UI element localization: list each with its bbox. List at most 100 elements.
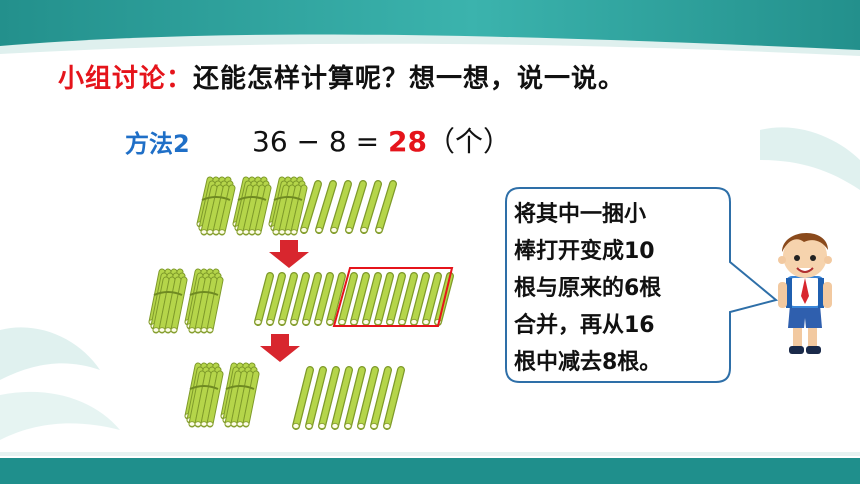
bundle-stick-end (206, 421, 214, 427)
loose-stick-end (254, 318, 262, 326)
bubble-line: 根与原来的6根 (514, 276, 662, 301)
footer-band (0, 458, 860, 484)
bundle-stick (219, 185, 235, 235)
loose-stick-end (338, 318, 346, 326)
loose-stick-end (344, 422, 352, 430)
loose-stick (327, 273, 345, 325)
bundle-stick (237, 185, 253, 235)
bundle-stick (291, 185, 307, 235)
bundle-stick (249, 185, 265, 235)
bundle-stick (207, 277, 223, 333)
header-band (0, 0, 860, 62)
bundle-stick (255, 185, 271, 235)
page-title: 小组讨论：还能怎样计算呢？想一想，说一说。 (58, 58, 625, 95)
loose-stick (345, 367, 365, 429)
loose-stick-end (410, 318, 418, 326)
loose-stick-end (422, 318, 430, 326)
loose-stick (346, 181, 366, 233)
title-question: 还能怎样计算呢？想一想，说一说。 (193, 64, 626, 94)
loose-stick (293, 367, 313, 429)
bundle-stick (207, 185, 223, 235)
loose-stick-end (326, 318, 334, 326)
bundle-stick-end (290, 229, 298, 235)
bundle-stick (225, 371, 241, 427)
bundle-stick (189, 277, 205, 333)
loose-stick-end (302, 318, 310, 326)
bundle-tie (237, 196, 267, 201)
equation: 36 − 8 = 28（个） (252, 120, 511, 160)
loose-stick (358, 367, 378, 429)
bundle-stick (165, 277, 181, 333)
boxed-group-outline (332, 267, 454, 327)
bundle-tie (189, 291, 219, 296)
loose-stick-end (374, 318, 382, 326)
down-arrow-shaft (280, 240, 298, 252)
bundle-stick (201, 371, 217, 427)
bundle-stick (213, 185, 229, 235)
loose-stick (315, 273, 333, 325)
loose-stick-end (360, 226, 368, 234)
loose-stick (376, 181, 396, 233)
down-arrow-head (260, 346, 300, 362)
bundle-stick-end (242, 421, 250, 427)
loose-stick-end (290, 318, 298, 326)
loose-stick (301, 181, 321, 233)
loose-stick-end (398, 318, 406, 326)
loose-stick (423, 273, 441, 325)
bubble-line: 根中减去8根。 (514, 350, 662, 375)
bundle-tie (273, 196, 303, 201)
bubble-line: 将其中一捆小 (514, 202, 647, 227)
loose-stick-end (300, 226, 308, 234)
equation-expression: 36 − 8 = (252, 125, 388, 158)
loose-stick (351, 273, 369, 325)
bundle-stick-end (254, 229, 262, 235)
loose-stick-end (305, 422, 313, 430)
bundle-stick-end (206, 327, 214, 333)
bundle-stick (237, 371, 253, 427)
loose-stick-end (370, 422, 378, 430)
loose-stick (339, 273, 357, 325)
loose-stick-end (386, 318, 394, 326)
loose-stick (319, 367, 339, 429)
bundle-stick (285, 185, 301, 235)
speech-bubble-text: 将其中一捆小 棒打开变成10 根与原来的6根 合并，再从16 根中减去8根。 (514, 196, 724, 381)
title-lead: 小组讨论： (58, 64, 194, 94)
loose-stick (363, 273, 381, 325)
bundle-stick (153, 277, 169, 333)
bundle-tie (189, 385, 219, 390)
bundle-stick (201, 185, 217, 235)
equation-answer: 28 (387, 125, 427, 158)
bundle-stick (279, 185, 295, 235)
loose-stick-end (345, 226, 353, 234)
loose-stick (399, 273, 417, 325)
loose-stick (291, 273, 309, 325)
bundle-stick (201, 277, 217, 333)
bundle-stick-end (170, 327, 178, 333)
loose-stick (371, 367, 391, 429)
loose-stick (384, 367, 404, 429)
bundle-stick (195, 277, 211, 333)
loose-stick-end (278, 318, 286, 326)
loose-stick-end (330, 226, 338, 234)
loose-stick (306, 367, 326, 429)
bundle-tie (225, 385, 255, 390)
equation-unit: （个） (426, 125, 511, 158)
bundle-stick (243, 371, 259, 427)
bundle-stick (159, 277, 175, 333)
loose-stick (331, 181, 351, 233)
loose-stick (375, 273, 393, 325)
loose-stick (361, 181, 381, 233)
bundle-stick-end (218, 229, 226, 235)
loose-stick-end (357, 422, 365, 430)
bundle-stick (171, 277, 187, 333)
bundle-stick (273, 185, 289, 235)
bundle-tie (201, 196, 231, 201)
down-arrow-shaft (271, 334, 289, 346)
bundle-stick (195, 371, 211, 427)
bundle-stick (243, 185, 259, 235)
loose-stick (255, 273, 273, 325)
loose-stick-end (318, 422, 326, 430)
loose-stick-end (362, 318, 370, 326)
